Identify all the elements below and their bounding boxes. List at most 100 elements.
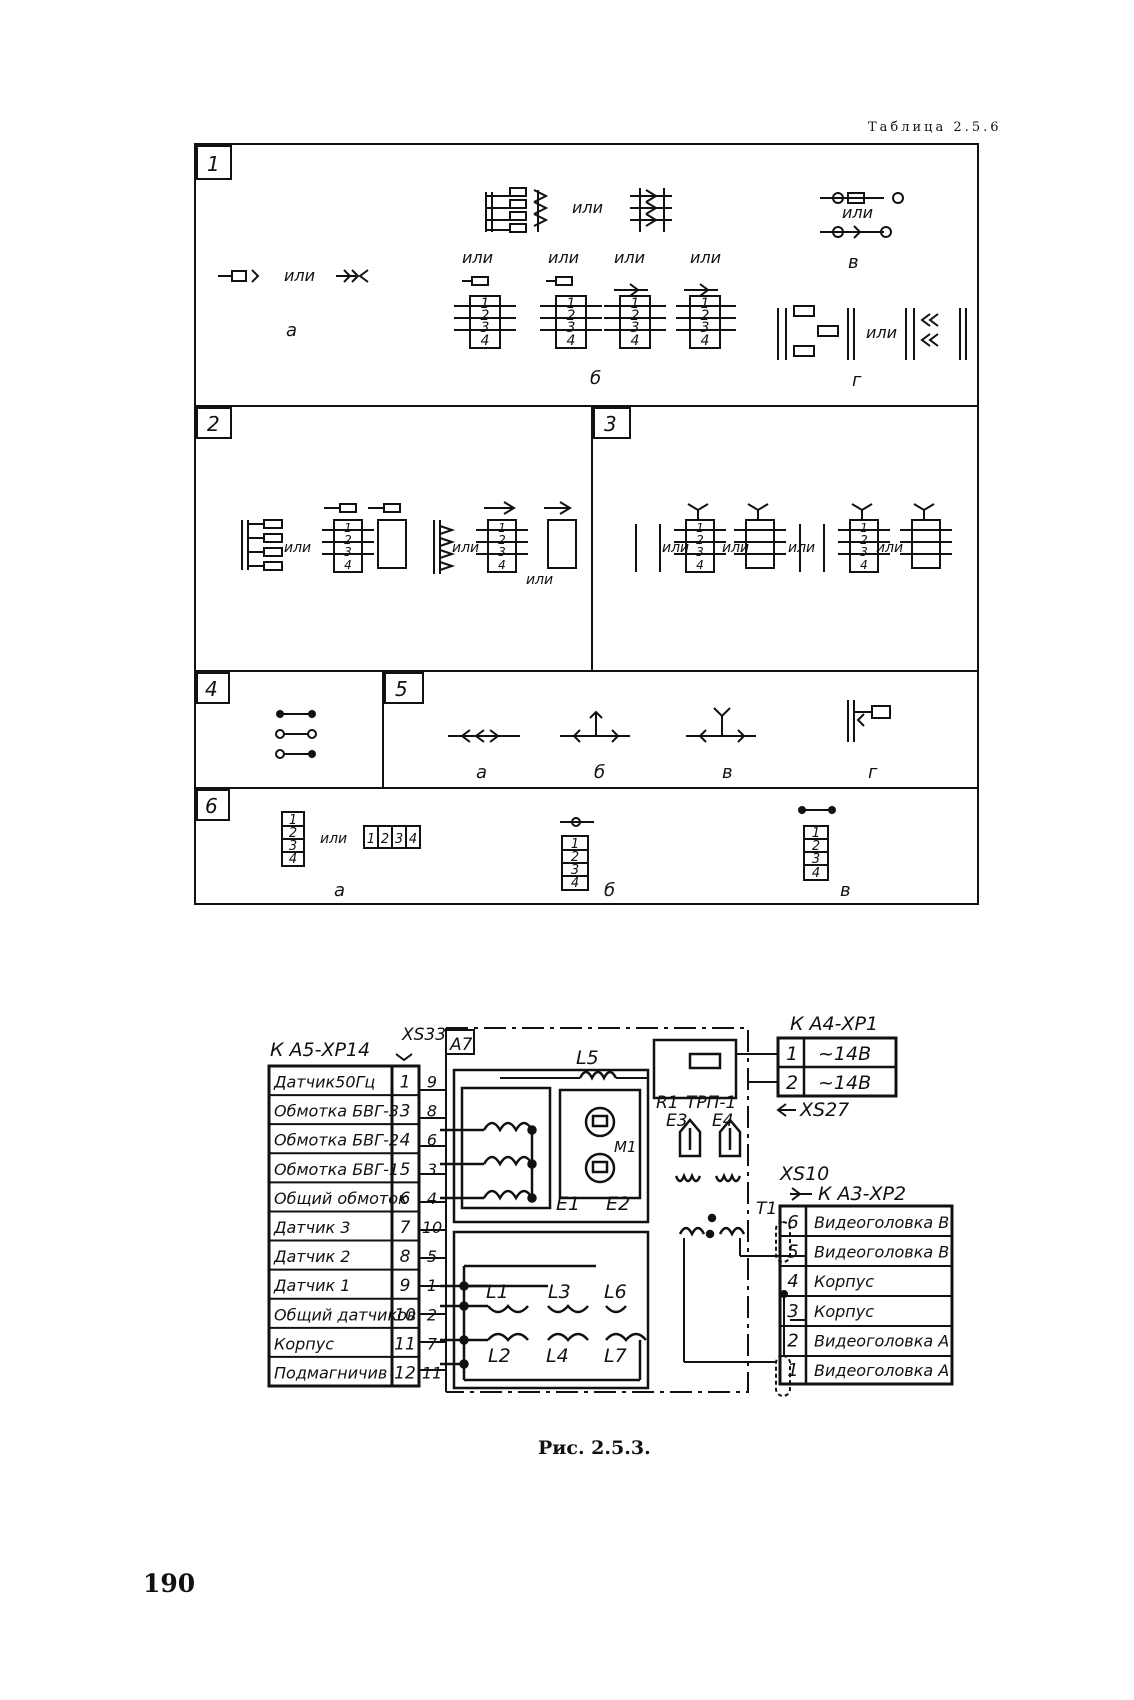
or-label: или: [690, 248, 721, 267]
sub-letter: а: [286, 320, 297, 341]
sub-letter: в: [840, 880, 851, 901]
row-2-3-labels: или или или или или или или: [284, 540, 903, 588]
row-6-symbols: [281, 806, 836, 891]
pin-number: 3: [860, 545, 868, 559]
wire-number: 6: [427, 1131, 437, 1150]
pin-number: 4: [696, 558, 704, 572]
connector-pin-num: 5: [787, 1242, 798, 1263]
or-label: или: [462, 248, 493, 267]
connector-pin-label: Корпус: [814, 1302, 874, 1321]
label-l1: L1: [486, 1281, 509, 1303]
socket-icon: [395, 1053, 413, 1062]
connector-ref-a3: К А3-ХР2: [818, 1183, 906, 1205]
or-label: или: [662, 540, 689, 556]
sub-letter: в: [848, 252, 859, 273]
or-label: или: [866, 323, 897, 342]
pin-number: 1: [367, 832, 375, 847]
pin-number: 4: [631, 333, 640, 349]
label-e1: E1: [556, 1193, 580, 1215]
wire-number: 7: [427, 1334, 438, 1353]
label-m1: M1: [614, 1138, 637, 1156]
pin-number: 4: [481, 333, 490, 349]
pin-number: 3: [701, 320, 710, 336]
connector-ref-a4: К А4-ХР1: [790, 1013, 878, 1035]
pin-number: 2: [812, 839, 820, 854]
wire-number: 5: [427, 1247, 437, 1266]
connector-pin-num: 2: [787, 1331, 798, 1352]
label-l3: L3: [548, 1281, 571, 1303]
connector-pin-num: 7: [400, 1218, 411, 1238]
row-number-box: [384, 672, 424, 704]
socket-xs33: XS33: [401, 1025, 446, 1045]
connector-pin-num: 4: [400, 1131, 411, 1151]
pin-number: 4: [567, 333, 576, 349]
pin-number: 3: [344, 545, 352, 559]
row-6-pins: 1 2 3 4 1 2 3 4 1 2 3 4 1 2 3 4: [289, 813, 820, 891]
sub-letter: г: [868, 762, 878, 783]
connector-pin-num: 6: [400, 1189, 411, 1209]
row-number: 6: [205, 794, 218, 818]
pin-number: 2: [571, 850, 579, 865]
connector-pin-num: 3: [787, 1301, 798, 1322]
wire-number: 9: [427, 1073, 437, 1092]
connector-pin-label: Видеоголовка А: [814, 1332, 949, 1351]
connector-pin-label: Датчик 1: [273, 1276, 350, 1295]
module-a7-tag: [445, 1029, 475, 1055]
sub-letter: б: [594, 762, 605, 783]
pin-number: 3: [631, 320, 640, 336]
pin-number: 1: [481, 296, 490, 312]
or-label: или: [722, 540, 749, 556]
label-l4: L4: [546, 1345, 569, 1367]
pin-number: 3: [289, 839, 297, 854]
or-label: или: [876, 540, 903, 556]
connector-pin-label: ~14В: [818, 1043, 871, 1065]
figure-caption: Рис. 2.5.3.: [538, 1437, 651, 1459]
inner-blocks: [452, 1038, 738, 1390]
pin-number: 1: [289, 813, 297, 828]
connector-pin-num: 8: [400, 1247, 411, 1267]
label-l7: L7: [604, 1345, 627, 1367]
connector-pin-label: Датчик50Гц: [273, 1073, 375, 1092]
connector-pin-label: Корпус: [814, 1272, 874, 1291]
socket-xs10: XS10: [779, 1163, 829, 1185]
sub-letter: г: [852, 370, 862, 391]
row-number-box: [593, 407, 631, 439]
pin-number: 3: [812, 852, 820, 867]
sub-letter: а: [334, 880, 345, 901]
connector-pin-num: 3: [400, 1102, 411, 1122]
lower-coils: [440, 1264, 647, 1382]
row-6-labels: или а б в: [320, 831, 851, 901]
row-1-symbols: [218, 187, 967, 360]
connector-pin-label: Общий обмоток: [274, 1189, 408, 1208]
coil-l5: [578, 1070, 618, 1081]
module-a7-frame: [446, 1027, 749, 1393]
module-label: A7: [449, 1035, 473, 1055]
pin-number: 2: [701, 308, 710, 324]
connector-pin-label: Видеоголовка А: [814, 1361, 949, 1380]
pin-number: 2: [498, 533, 506, 547]
label-e2: E2: [606, 1193, 630, 1215]
row-number: 2: [207, 412, 220, 436]
pin-number: 4: [344, 558, 352, 572]
pin-number: 1: [812, 826, 820, 841]
sub-letter: б: [590, 368, 601, 389]
wire-number: 10: [422, 1218, 442, 1237]
connector-pin-num: 1: [787, 1360, 798, 1381]
sub-letter: б: [604, 880, 615, 901]
pin-number: 2: [696, 533, 704, 547]
wire-number: 3: [427, 1160, 437, 1179]
connector-pin-num: 12: [394, 1363, 416, 1383]
connector-pin-label: Видеоголовка В: [814, 1243, 949, 1262]
row-5-labels: а б в г: [476, 762, 878, 783]
pin-number: 4: [498, 558, 506, 572]
connector-pin-num: 4: [787, 1271, 798, 1292]
left-wire-stubs: [419, 1089, 446, 1371]
pin-number: 4: [812, 866, 820, 881]
wire-number: 8: [427, 1102, 437, 1121]
pin-number: 4: [289, 852, 297, 867]
